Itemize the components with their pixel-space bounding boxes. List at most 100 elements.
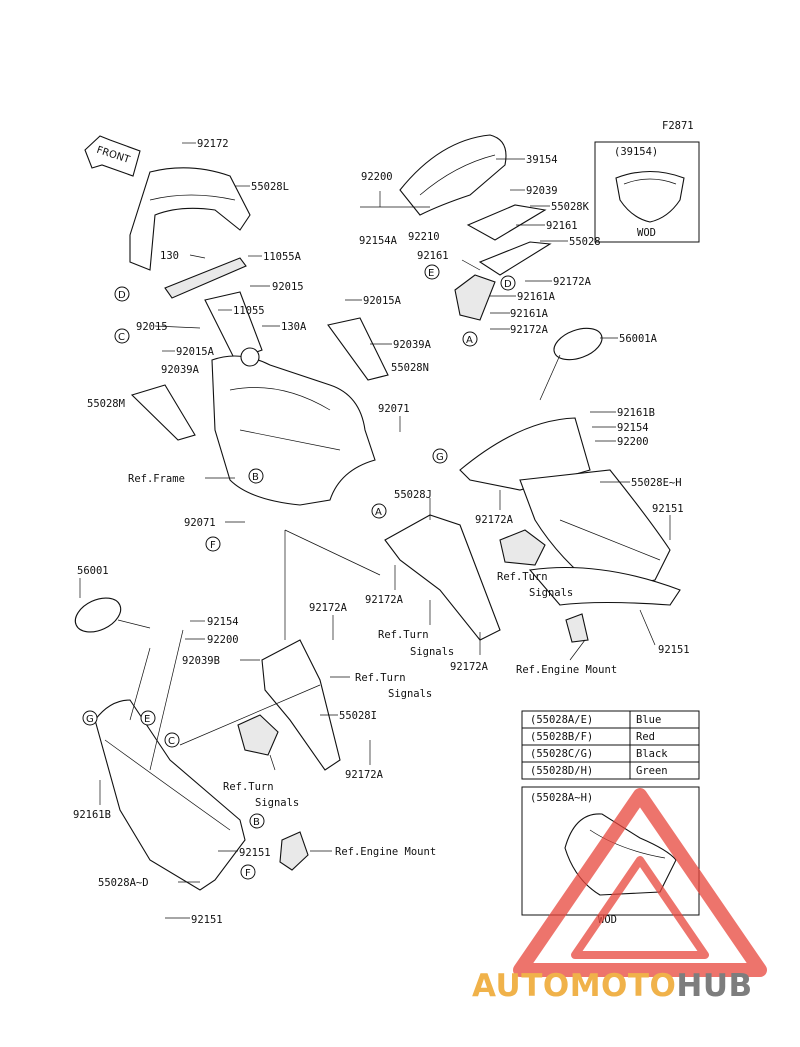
part-drawings bbox=[74, 134, 681, 891]
part-label: 55028 bbox=[569, 236, 601, 248]
part-label: 92172A bbox=[450, 661, 489, 673]
part-label: 92151 bbox=[658, 644, 690, 656]
part-label: 92161A bbox=[510, 308, 549, 320]
part-label: 55028L bbox=[251, 181, 289, 193]
part-label: 92172A bbox=[345, 769, 384, 781]
part-label: 92200 bbox=[361, 171, 393, 183]
part-label: 92151 bbox=[239, 847, 271, 859]
front-arrow-icon: FRONT bbox=[84, 135, 141, 177]
part-label: 55028A~D bbox=[98, 877, 149, 889]
part-label: Ref.Turn bbox=[378, 629, 429, 641]
color-table-color: Red bbox=[636, 731, 655, 743]
part-label: Signals bbox=[388, 688, 432, 700]
part-label: 92172A bbox=[475, 514, 514, 526]
part-label: 92161A bbox=[517, 291, 556, 303]
part-label: 92172A bbox=[309, 602, 348, 614]
color-table-code: (55028C/G) bbox=[530, 748, 593, 760]
callout-letter: G bbox=[436, 452, 444, 463]
callout-letter: C bbox=[168, 736, 175, 747]
callout-letter: A bbox=[466, 335, 473, 346]
inset-top: (39154) WOD bbox=[594, 141, 700, 243]
callout-letter: B bbox=[253, 817, 260, 828]
figure-code: F2871 bbox=[662, 120, 694, 132]
part-label: 55028N bbox=[391, 362, 429, 374]
color-table-code: (55028D/H) bbox=[530, 765, 593, 777]
callout-letter: D bbox=[118, 290, 126, 301]
part-label: 92172 bbox=[197, 138, 229, 150]
callout-letter: B bbox=[252, 472, 259, 483]
part-label: 92071 bbox=[184, 517, 216, 529]
part-label: 92161B bbox=[73, 809, 111, 821]
part-label: 92161 bbox=[417, 250, 449, 262]
part-label: 92015 bbox=[136, 321, 168, 333]
part-label: 92200 bbox=[207, 634, 239, 646]
part-label: 92151 bbox=[191, 914, 223, 926]
watermark-part1: AUTOMOTO bbox=[472, 968, 676, 1004]
callout-letter: A bbox=[375, 507, 382, 518]
part-label: 92015A bbox=[176, 346, 215, 358]
part-label: Ref.Turn bbox=[497, 571, 548, 583]
callouts: D C B F E D A G A G E C B F bbox=[82, 264, 516, 880]
part-label: 11055 bbox=[233, 305, 265, 317]
callout-letter: D bbox=[504, 279, 512, 290]
part-label: 130A bbox=[281, 321, 307, 333]
callout-letter: F bbox=[210, 540, 216, 551]
inset-top-part: (39154) bbox=[614, 146, 658, 158]
callout-letter: E bbox=[428, 268, 434, 279]
color-table-color: Green bbox=[636, 765, 668, 777]
part-label: Ref.Turn bbox=[355, 672, 406, 684]
watermark-text: AUTOMOTOHUB bbox=[472, 968, 753, 1004]
part-label: 130 bbox=[160, 250, 179, 262]
part-labels: 92172 55028L 130 11055A 92015 11055 130A… bbox=[73, 138, 690, 926]
part-label: Ref.Engine Mount bbox=[516, 664, 617, 676]
part-label: 92172A bbox=[553, 276, 592, 288]
part-label: Ref.Turn bbox=[223, 781, 274, 793]
part-label: 55028I bbox=[339, 710, 377, 722]
callout-letter: C bbox=[118, 332, 125, 343]
inset-bottom-part: (55028A~H) bbox=[530, 792, 593, 804]
part-label: 92015 bbox=[272, 281, 304, 293]
part-label: 92172A bbox=[510, 324, 549, 336]
part-label: 56001A bbox=[619, 333, 658, 345]
part-label: 92071 bbox=[378, 403, 410, 415]
part-label: 92154 bbox=[207, 616, 239, 628]
part-label: 92154 bbox=[617, 422, 649, 434]
callout-letter: E bbox=[144, 714, 150, 725]
part-label: 92039B bbox=[182, 655, 220, 667]
part-label: 55028K bbox=[551, 201, 590, 213]
part-label: 55028J bbox=[394, 489, 432, 501]
part-label: 55028M bbox=[87, 398, 125, 410]
part-label: 92154A bbox=[359, 235, 398, 247]
part-label: Signals bbox=[255, 797, 299, 809]
part-label: Ref.Frame bbox=[128, 473, 185, 485]
color-table: (55028A/E) Blue (55028B/F) Red (55028C/G… bbox=[521, 710, 700, 780]
part-label: 92172A bbox=[365, 594, 404, 606]
part-label: 92039A bbox=[393, 339, 432, 351]
part-label: 92210 bbox=[408, 231, 440, 243]
part-label: 92039A bbox=[161, 364, 200, 376]
inset-top-note: WOD bbox=[637, 227, 656, 239]
watermark-part2: HUB bbox=[676, 968, 752, 1004]
part-label: 92039 bbox=[526, 185, 558, 197]
leader-lines bbox=[79, 142, 671, 919]
part-label: 92200 bbox=[617, 436, 649, 448]
part-label: 92161 bbox=[546, 220, 578, 232]
part-label: Signals bbox=[529, 587, 573, 599]
color-table-color: Black bbox=[636, 748, 668, 760]
part-label: 11055A bbox=[263, 251, 302, 263]
callout-letter: F bbox=[245, 868, 251, 879]
color-table-code: (55028A/E) bbox=[530, 714, 593, 726]
watermark-logo-icon bbox=[513, 788, 767, 977]
color-table-code: (55028B/F) bbox=[530, 731, 593, 743]
part-label: 92161B bbox=[617, 407, 655, 419]
part-label: Signals bbox=[410, 646, 454, 658]
part-label: Ref.Engine Mount bbox=[335, 846, 436, 858]
part-label: 56001 bbox=[77, 565, 109, 577]
part-label: 92015A bbox=[363, 295, 402, 307]
part-label: 55028E~H bbox=[631, 477, 682, 489]
part-label: 92151 bbox=[652, 503, 684, 515]
callout-letter: G bbox=[86, 714, 94, 725]
color-table-color: Blue bbox=[636, 714, 661, 726]
